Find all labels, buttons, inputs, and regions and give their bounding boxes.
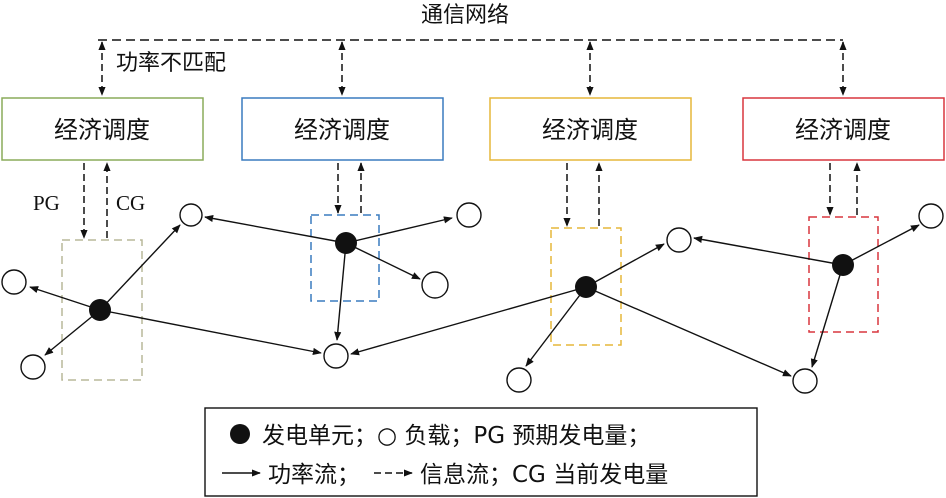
dispatch-label-4: 经济调度 xyxy=(795,116,891,144)
load-node xyxy=(20,354,46,380)
dispatch-label-3: 经济调度 xyxy=(542,116,638,144)
cg-label: CG xyxy=(116,191,145,215)
dispatch-box-2: 经济调度 xyxy=(241,97,444,161)
legend: 发电单元；○ 负载；PG 预期发电量； 功率流； 信息流；CG 当前发电量 xyxy=(204,407,758,497)
legend-line-2: 功率流； xyxy=(268,462,360,488)
generation-unit xyxy=(575,276,597,298)
generation-unit xyxy=(335,232,357,254)
unit-region-3 xyxy=(550,227,622,346)
unit-region-1 xyxy=(61,239,143,381)
power-flows xyxy=(29,214,920,377)
dispatch-box-3: 经济调度 xyxy=(489,97,692,161)
load-node xyxy=(792,368,818,394)
legend-line-1: 发电单元；○ 负载；PG 预期发电量； xyxy=(262,423,650,449)
load-node xyxy=(918,203,944,229)
load-node xyxy=(179,203,203,227)
generation-unit xyxy=(832,254,854,276)
legend-unit-icon xyxy=(230,424,250,444)
load-node xyxy=(506,367,532,393)
mismatch-label: 功率不匹配 xyxy=(116,51,226,76)
pg-label: PG xyxy=(33,191,60,215)
generation-units xyxy=(89,232,854,321)
generation-unit xyxy=(89,299,111,321)
network-links xyxy=(98,41,847,96)
load-node xyxy=(421,271,449,299)
dispatch-unit-links xyxy=(80,162,861,239)
dispatch-label-2: 经济调度 xyxy=(294,116,390,144)
communication-network: 通信网络 xyxy=(98,3,843,41)
dispatch-label-1: 经济调度 xyxy=(54,116,150,144)
load-node xyxy=(456,202,482,228)
dispatch-box-1: 经济调度 xyxy=(1,97,204,161)
legend-line-2b: 信息流；CG 当前发电量 xyxy=(420,462,668,488)
load-node xyxy=(1,269,27,295)
load-node xyxy=(323,343,349,369)
load-nodes xyxy=(1,202,944,394)
load-node xyxy=(666,227,692,253)
dispatch-box-4: 经济调度 xyxy=(742,97,945,161)
network-label: 通信网络 xyxy=(421,3,509,28)
unit-region-2 xyxy=(310,214,380,302)
